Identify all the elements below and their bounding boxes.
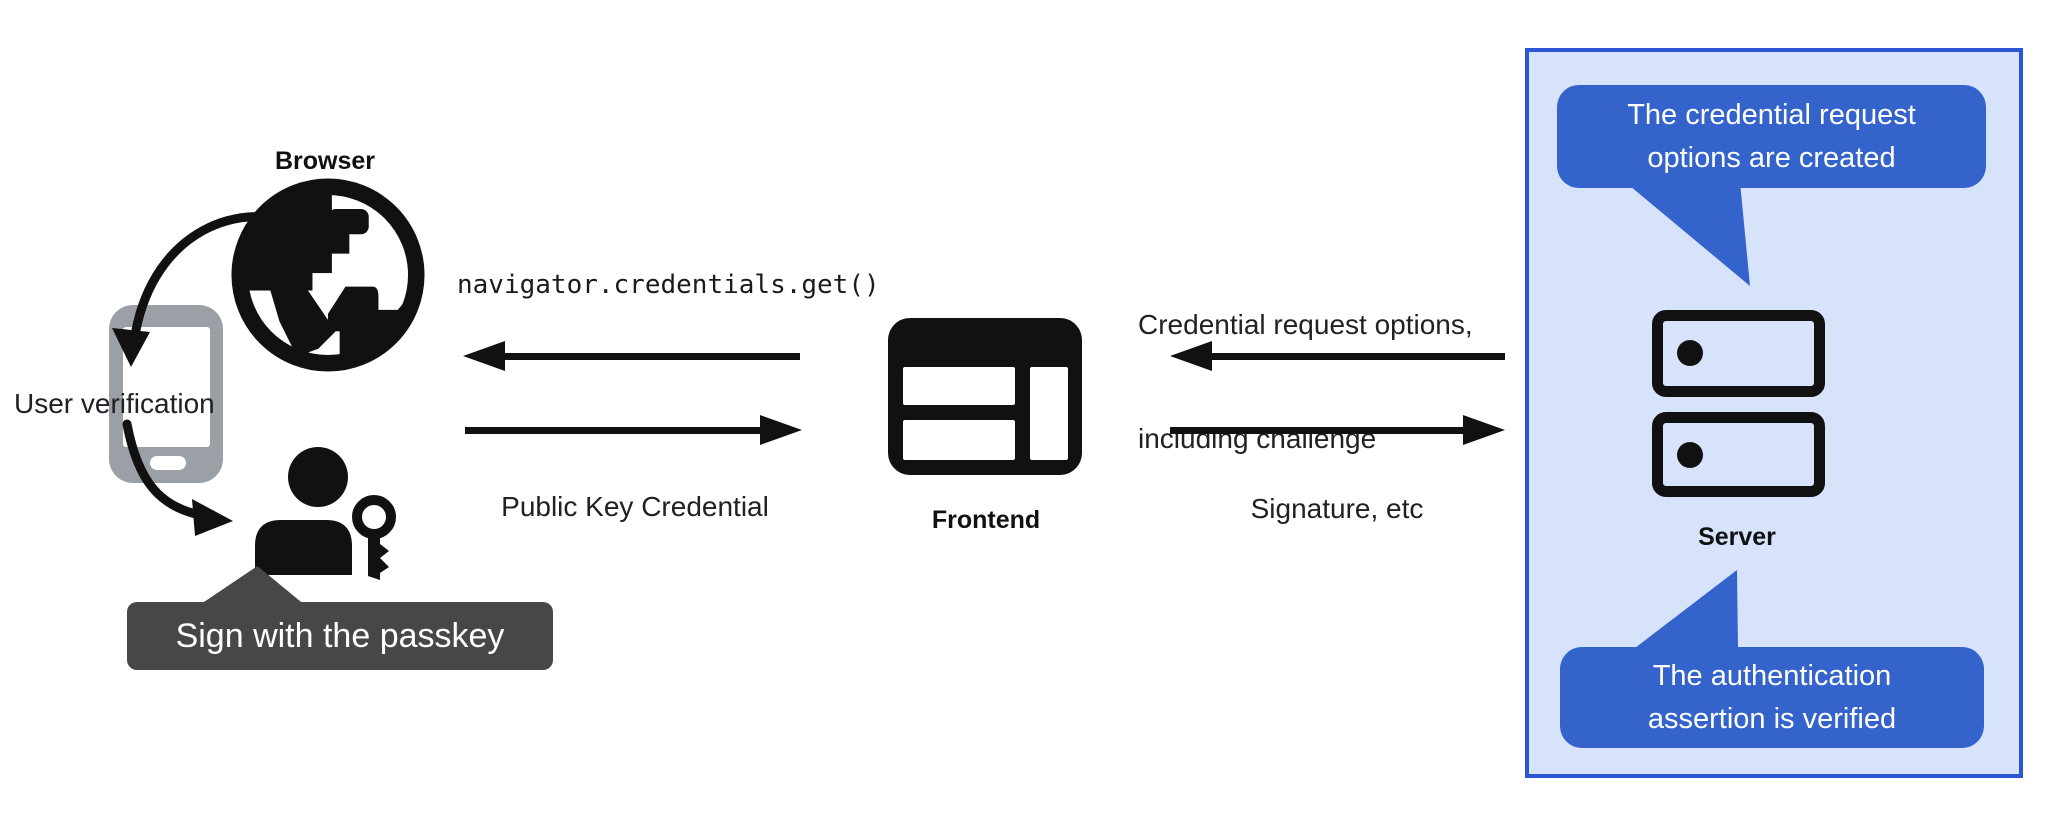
credential-request-options-label: Credential request options, including ch… (1138, 230, 1473, 534)
server-icon-lower (1652, 412, 1825, 497)
credential-options-bubble-line2: options are created (1647, 141, 1896, 174)
frontend-pane-bottom (903, 420, 1015, 460)
credential-options-bubble-line1: The credential request (1627, 98, 1916, 131)
frontend-pane-top (903, 367, 1015, 405)
user-verification-label: User verification (14, 388, 215, 419)
phone-to-user-arrow (122, 419, 233, 536)
frontend-pane-side (1030, 367, 1068, 460)
credential-request-options-line2: including challenge (1138, 423, 1377, 454)
credentials-get-code-label: navigator.credentials.get() (457, 270, 880, 300)
credential-request-options-line1: Credential request options, (1138, 309, 1473, 340)
frontend-to-server-arrowhead (1463, 415, 1505, 445)
passkey-tooltip: Sign with the passkey (127, 602, 553, 670)
user-icon (255, 447, 396, 580)
credential-options-bubble: The credential request options are creat… (1557, 85, 1986, 188)
server-icon-dot-bottom (1677, 442, 1703, 468)
assertion-verified-bubble-line2: assertion is verified (1647, 702, 1897, 735)
server-label: Server (1698, 523, 1776, 551)
frontend-label: Frontend (931, 506, 1041, 534)
server-icon-dot-top (1677, 340, 1703, 366)
assertion-verified-bubble: The authentication assertion is verified (1560, 647, 1984, 748)
browser-to-frontend-arrowhead (760, 415, 802, 445)
frontend-to-server-arrow-line (1170, 427, 1465, 434)
server-icon (1652, 310, 1825, 397)
public-key-credential-label: Public Key Credential (501, 491, 769, 522)
key-icon (352, 495, 396, 580)
browser-label: Browser (274, 147, 376, 175)
signature-label: Signature, etc (1250, 493, 1424, 524)
browser-globe-icon (231, 178, 425, 372)
server-to-frontend-arrowhead (1170, 341, 1212, 371)
passkey-tooltip-label: Sign with the passkey (175, 616, 505, 655)
frontend-to-browser-arrowhead (463, 341, 505, 371)
frontend-to-browser-arrow-line (498, 353, 800, 360)
phone-home-slot (150, 456, 186, 470)
assertion-verified-bubble-line1: The authentication (1652, 659, 1892, 692)
server-to-frontend-arrow-line (1205, 353, 1505, 360)
browser-to-frontend-arrow-line (465, 427, 762, 434)
